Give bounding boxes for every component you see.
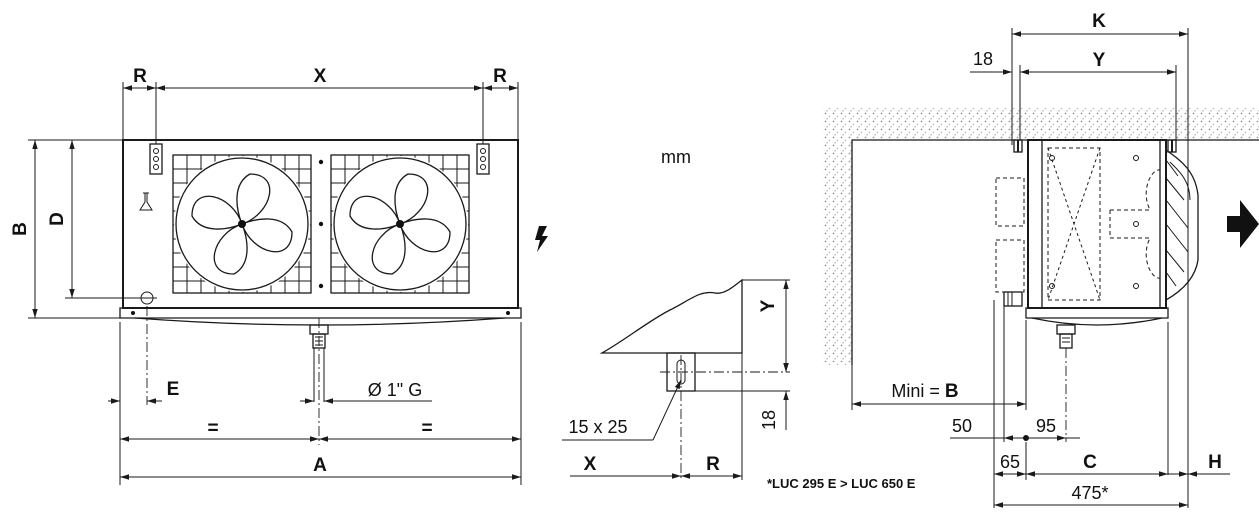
label-H: H bbox=[1208, 452, 1222, 473]
label-X-top: X bbox=[314, 66, 327, 87]
label-bracket-X: X bbox=[584, 454, 597, 475]
bracket-right bbox=[476, 143, 490, 175]
label-side-Y: Y bbox=[1093, 50, 1106, 71]
label-eq-right: = bbox=[421, 418, 432, 439]
label-pipe: Ø 1" G bbox=[368, 380, 422, 400]
label-50: 50 bbox=[952, 416, 972, 436]
label-mini: Mini = B bbox=[891, 381, 958, 402]
label-65: 65 bbox=[1000, 452, 1020, 472]
ceiling-wall bbox=[822, 108, 1259, 365]
label-bracket-Y: Y bbox=[758, 299, 779, 312]
front-view: R X R B D E Ø 1" G = = A bbox=[10, 66, 522, 485]
heater-symbol bbox=[139, 192, 153, 211]
bracket-detail: Y 18 15 x 25 X R bbox=[562, 278, 790, 480]
fan-right bbox=[330, 154, 470, 294]
label-A: A bbox=[313, 455, 327, 476]
unit-label: mm bbox=[661, 147, 691, 167]
label-R-right: R bbox=[493, 66, 507, 87]
label-D-front: D bbox=[47, 212, 68, 226]
fan-left bbox=[172, 154, 312, 294]
label-bracket-R: R bbox=[706, 454, 720, 475]
label-side-18: 18 bbox=[973, 49, 993, 69]
bracket-left bbox=[149, 143, 163, 175]
label-475: 475* bbox=[1071, 483, 1108, 503]
label-B-front: B bbox=[10, 222, 31, 236]
label-K: K bbox=[1092, 11, 1106, 32]
label-95: 95 bbox=[1036, 416, 1056, 436]
label-R-left: R bbox=[133, 66, 147, 87]
label-E: E bbox=[167, 379, 180, 400]
drip-tray bbox=[119, 307, 522, 319]
label-eq-left: = bbox=[207, 418, 218, 439]
side-unit bbox=[995, 139, 1199, 349]
label-C: C bbox=[1083, 452, 1097, 473]
footnote: *LUC 295 E > LUC 650 E bbox=[767, 476, 916, 491]
lightning-icon bbox=[535, 226, 548, 252]
label-slot: 15 x 25 bbox=[568, 417, 627, 437]
arrow-right-icon bbox=[1227, 200, 1259, 248]
label-bracket-18: 18 bbox=[759, 410, 779, 430]
side-view: K 18 Y Mini = B 50 95 65 C H 475* bbox=[822, 11, 1259, 508]
